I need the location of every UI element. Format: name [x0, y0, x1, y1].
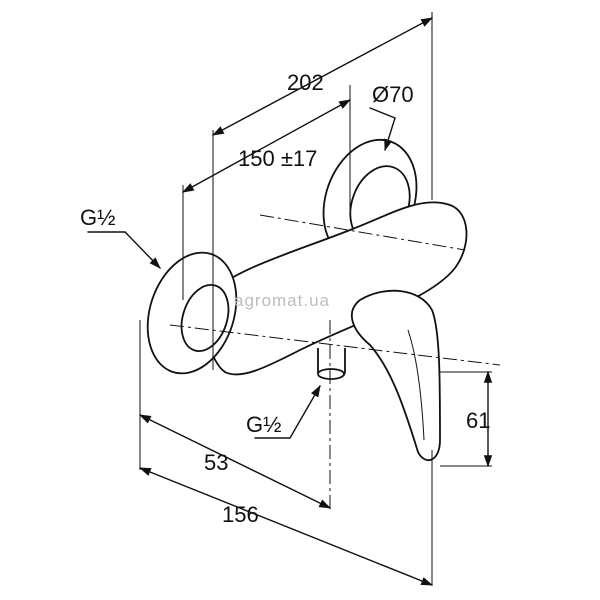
dim-202-label: 202: [287, 70, 324, 95]
dim-53-label: 53: [204, 450, 228, 475]
dim-line-156: [138, 467, 434, 586]
dim-61-label: 61: [466, 408, 490, 433]
dim-diameter-label: Ø70: [372, 82, 414, 107]
dim-156-label: 156: [222, 502, 259, 527]
dim-line-150: [181, 99, 352, 193]
leaders: [87, 107, 396, 439]
inlet-thread-label: G½: [80, 205, 115, 230]
outlet-thread-label: G½: [246, 412, 281, 437]
dim-150-label: 150 ±17: [238, 146, 317, 171]
watermark: agromat.ua: [234, 291, 330, 310]
dim-line-53: [138, 414, 332, 509]
